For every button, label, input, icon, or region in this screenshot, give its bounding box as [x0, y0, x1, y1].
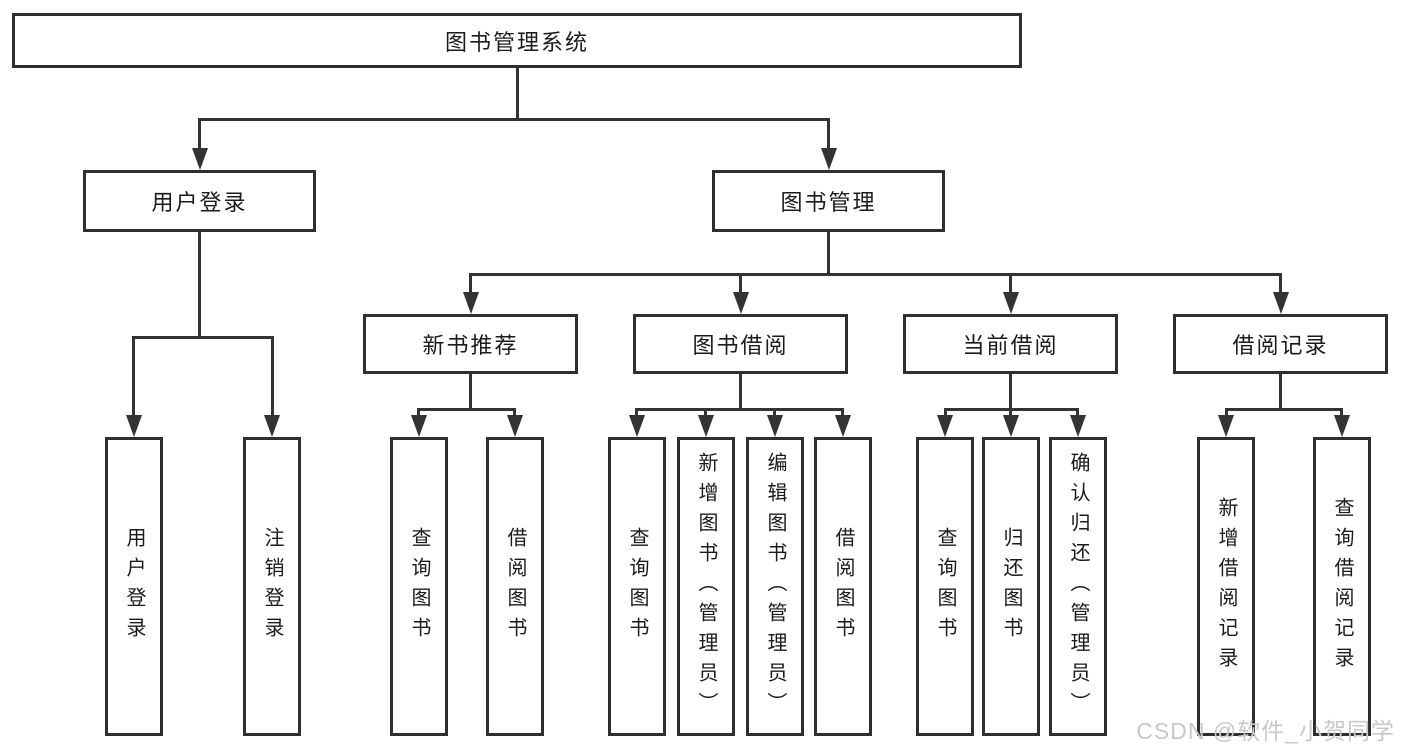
- node-user-login: 用户登录: [83, 170, 316, 232]
- node-current-borrowing: 当前借阅: [903, 314, 1118, 374]
- arrow-down-icon: [733, 292, 749, 314]
- arrow-down-icon: [264, 415, 280, 437]
- leaf-query-books-borrow: 查询图书: [608, 437, 666, 736]
- connector-line: [198, 232, 201, 339]
- leaf-add-book-admin: 新增图书（管理员）: [677, 437, 735, 736]
- arrow-down-icon: [1334, 415, 1350, 437]
- connector-line: [1009, 374, 1012, 411]
- connector-line: [132, 336, 274, 339]
- connector-line: [271, 336, 274, 424]
- arrow-down-icon: [463, 292, 479, 314]
- leaf-borrow-books-recommend: 借阅图书: [486, 437, 544, 736]
- arrow-down-icon: [192, 148, 208, 170]
- connector-line: [827, 118, 830, 152]
- connector-line: [469, 273, 472, 297]
- arrow-down-icon: [411, 415, 427, 437]
- arrow-down-icon: [835, 415, 851, 437]
- leaf-query-books-recommend: 查询图书: [390, 437, 448, 736]
- node-library-system: 图书管理系统: [12, 13, 1022, 68]
- connector-line: [1009, 273, 1012, 297]
- arrow-down-icon: [698, 415, 714, 437]
- leaf-borrow-books: 借阅图书: [814, 437, 872, 736]
- watermark: CSDN @软件_小贺同学: [1136, 718, 1395, 744]
- leaf-confirm-return-admin: 确认归还（管理员）: [1049, 437, 1107, 736]
- leaf-query-books-current: 查询图书: [916, 437, 974, 736]
- connector-line: [1279, 273, 1282, 297]
- arrow-down-icon: [821, 148, 837, 170]
- leaf-query-borrow-record: 查询借阅记录: [1313, 437, 1371, 736]
- leaf-add-borrow-record: 新增借阅记录: [1197, 437, 1255, 736]
- arrow-down-icon: [937, 415, 953, 437]
- connector-line: [635, 408, 844, 411]
- connector-line: [1225, 408, 1343, 411]
- leaf-edit-book-admin: 编辑图书（管理员）: [746, 437, 804, 736]
- connector-line: [132, 336, 135, 424]
- arrow-down-icon: [1070, 415, 1086, 437]
- arrow-down-icon: [507, 415, 523, 437]
- arrow-down-icon: [1273, 292, 1289, 314]
- connector-line: [469, 374, 472, 411]
- connector-line: [827, 232, 830, 276]
- connector-line: [1279, 374, 1282, 411]
- connector-line: [198, 118, 201, 152]
- node-borrowing-records: 借阅记录: [1173, 314, 1388, 374]
- connector-line: [198, 118, 830, 121]
- node-book-management: 图书管理: [712, 170, 945, 232]
- arrow-down-icon: [767, 415, 783, 437]
- arrow-down-icon: [1003, 292, 1019, 314]
- connector-line: [417, 408, 516, 411]
- arrow-down-icon: [1218, 415, 1234, 437]
- connector-line: [516, 68, 519, 121]
- connector-line: [469, 273, 1282, 276]
- arrow-down-icon: [1003, 415, 1019, 437]
- leaf-return-books: 归还图书: [982, 437, 1040, 736]
- arrow-down-icon: [126, 415, 142, 437]
- arrow-down-icon: [629, 415, 645, 437]
- connector-line: [739, 374, 742, 411]
- leaf-logout: 注销登录: [243, 437, 301, 736]
- node-new-book-recommendation: 新书推荐: [363, 314, 578, 374]
- node-book-borrowing: 图书借阅: [633, 314, 848, 374]
- leaf-user-login: 用户登录: [105, 437, 163, 736]
- connector-line: [739, 273, 742, 297]
